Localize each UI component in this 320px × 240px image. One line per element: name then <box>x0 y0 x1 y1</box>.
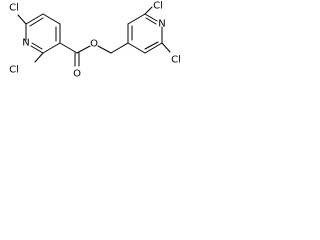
bond-left-c2-cl <box>17 14 27 25</box>
bond-right-c3-c2 <box>127 13 146 25</box>
atom-left-cl-top: Cl <box>9 3 19 14</box>
ester-linkage <box>59 42 129 67</box>
atom-ester-oxygen: O <box>90 39 98 50</box>
bond-left-c6-cl <box>34 52 44 63</box>
left-pyridine-ring <box>17 13 61 63</box>
atom-labels: Cl N Cl O O Cl N Cl <box>9 1 181 80</box>
bond-carbonyl-o <box>76 45 91 54</box>
atom-right-cl-top: Cl <box>153 1 163 12</box>
atom-left-cl-bottom: Cl <box>9 65 19 76</box>
bond-right-c6-cl <box>161 42 171 53</box>
bond-ring-carbonyl <box>59 42 78 54</box>
bond-left-inner-1 <box>29 17 44 27</box>
bond-right-c6-c5 <box>144 42 163 54</box>
bond-right-inner-2 <box>145 17 157 25</box>
atom-right-n: N <box>158 19 165 30</box>
bond-right-c5-c4 <box>127 42 146 54</box>
bond-left-c6-n <box>30 45 44 54</box>
right-pyridine-ring <box>127 6 171 54</box>
atom-right-cl-bottom: Cl <box>171 55 181 66</box>
bond-right-inner-3 <box>144 41 159 50</box>
atom-left-n: N <box>22 38 29 49</box>
bond-right-c2-n <box>144 13 158 22</box>
bond-left-c2-c3 <box>25 13 44 25</box>
bond-ch2-ring <box>110 42 129 54</box>
bond-right-c2-cl <box>144 6 153 15</box>
bond-o-ch2 <box>97 45 112 54</box>
bond-left-c5-c6 <box>42 42 61 54</box>
bond-left-inner-3 <box>31 42 43 50</box>
chemical-structure-diagram: Cl N Cl O O Cl N Cl <box>9 1 181 80</box>
bond-left-c3-c4 <box>42 13 61 25</box>
atom-carbonyl-oxygen: O <box>73 69 81 80</box>
